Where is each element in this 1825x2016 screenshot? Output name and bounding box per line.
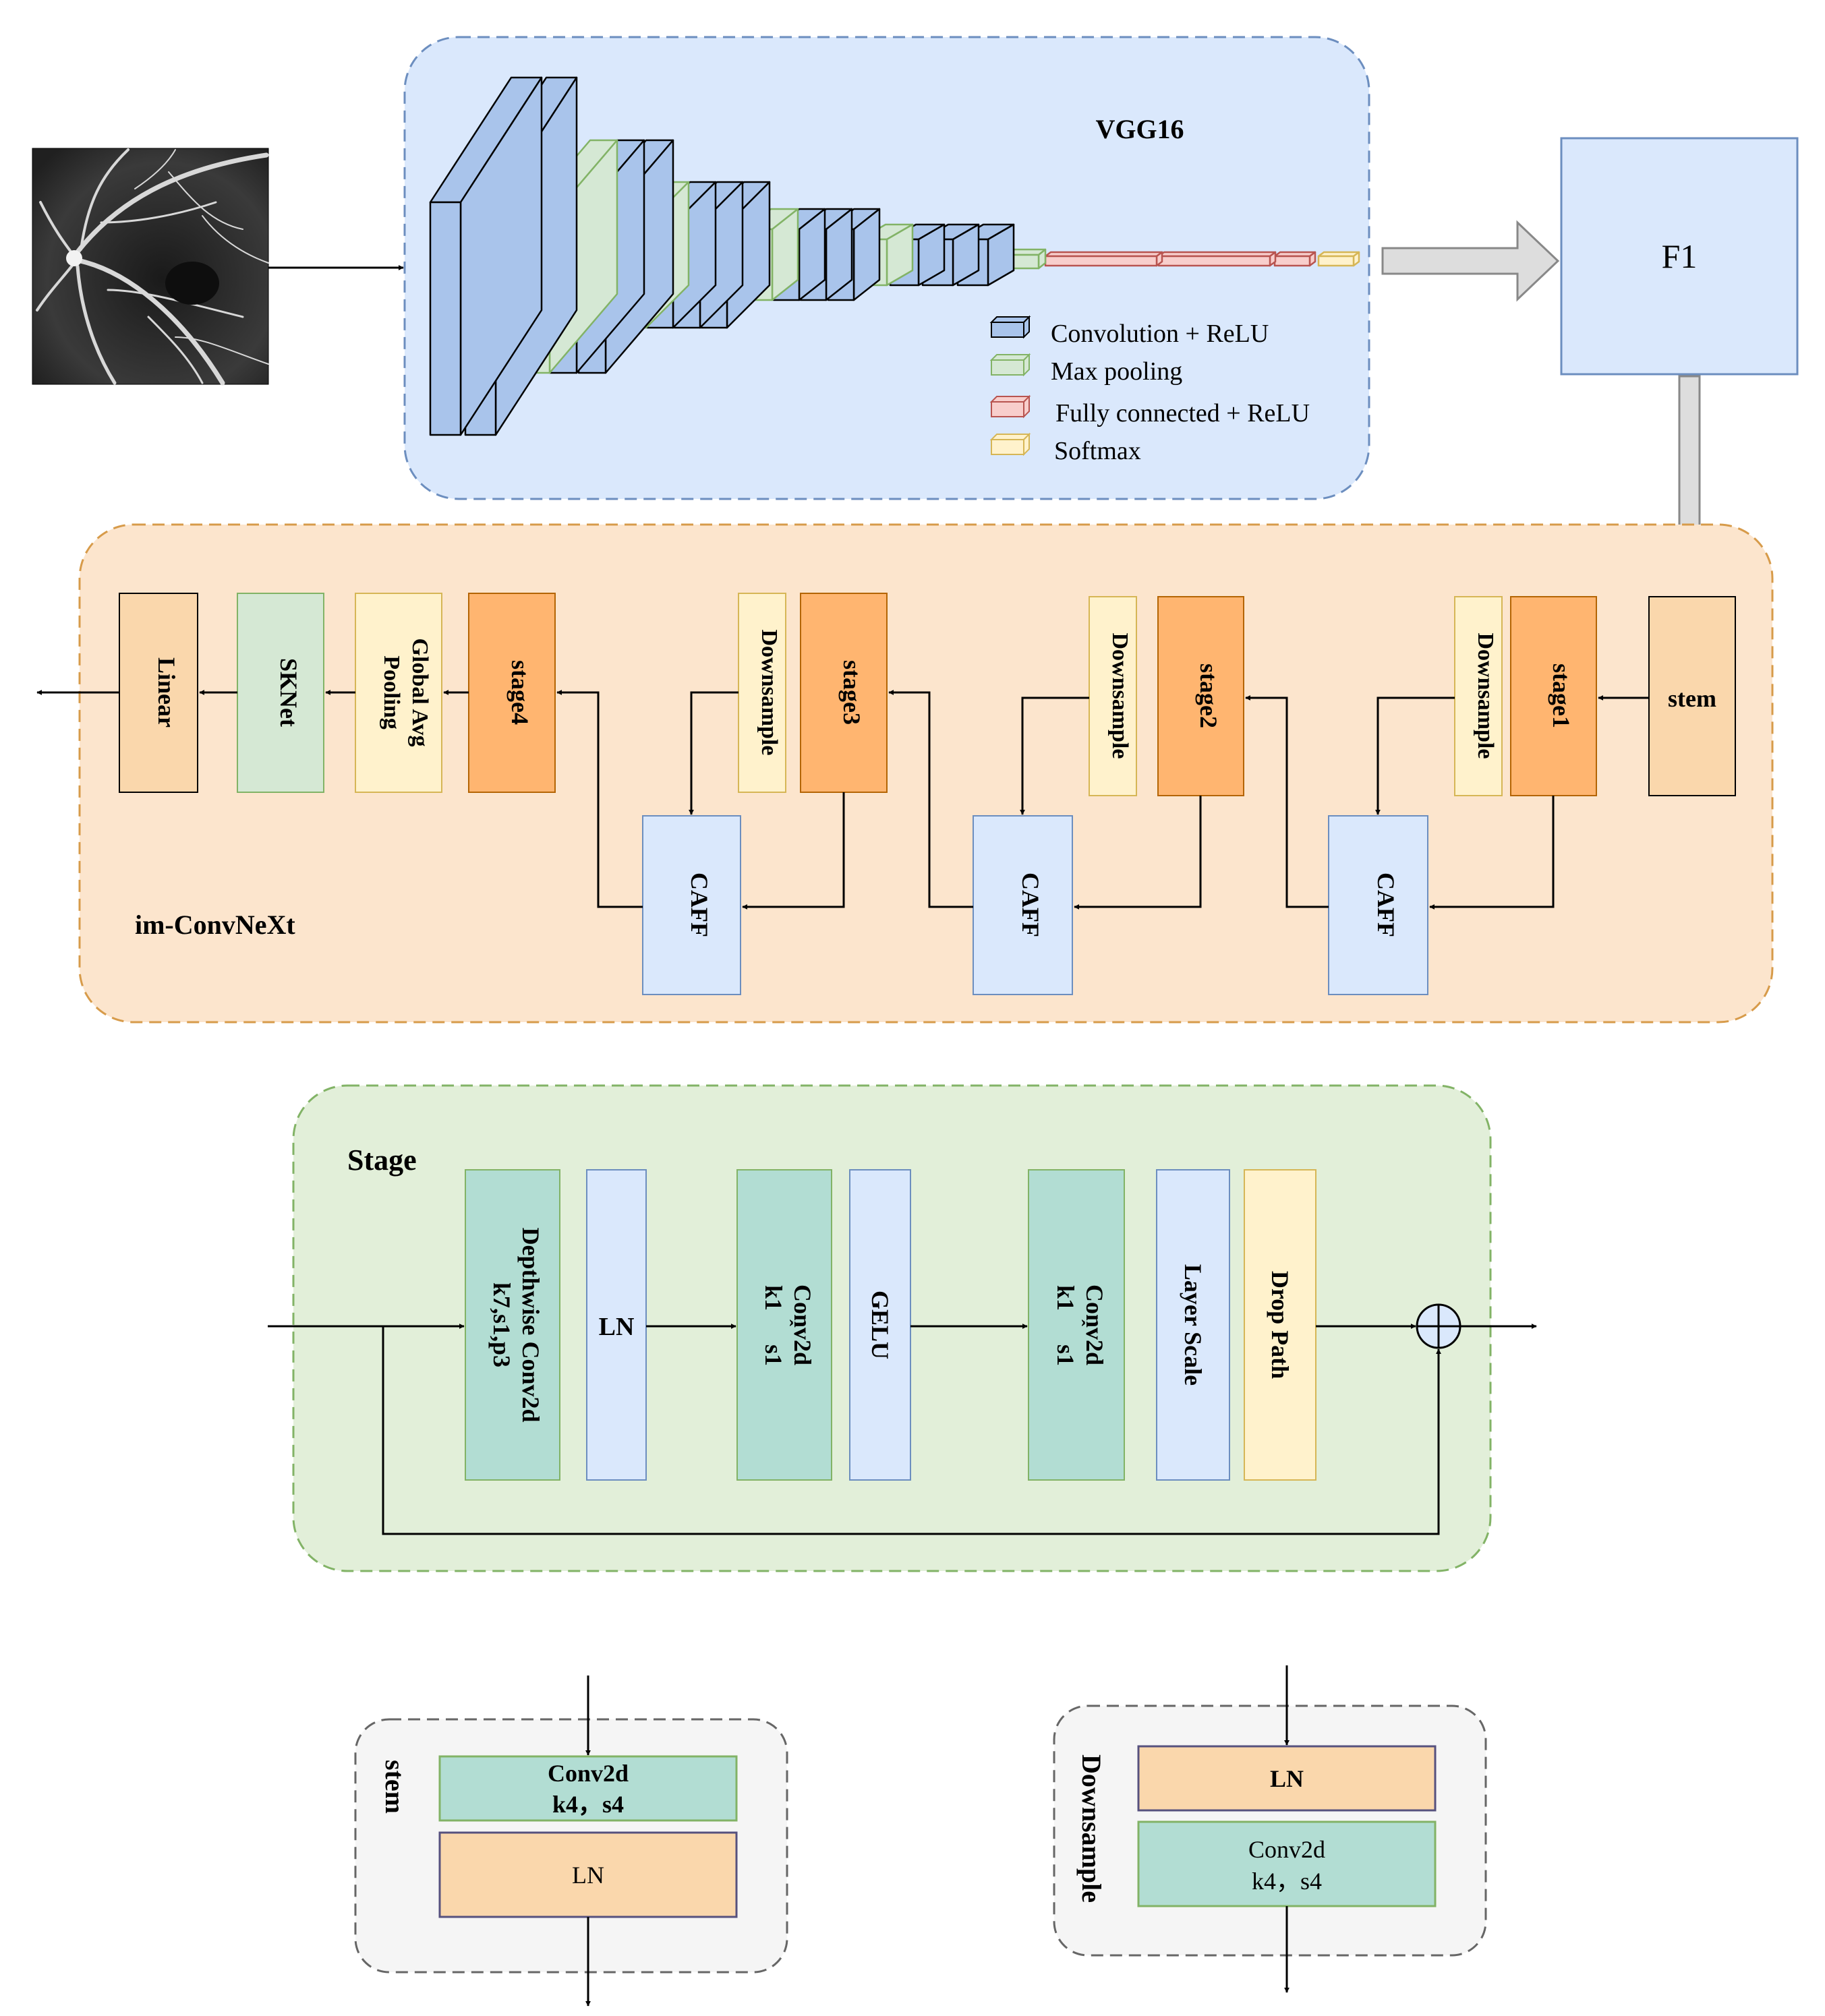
caff3-label: CAFF bbox=[686, 872, 713, 937]
downsample2-block bbox=[1089, 596, 1137, 796]
f1-label: F1 bbox=[1662, 237, 1698, 275]
vgg16-legend: Convolution + ReLU Max pooling Fully con… bbox=[989, 315, 1310, 465]
gelu-label: GELU bbox=[867, 1291, 894, 1359]
stage-connectors bbox=[268, 1324, 1537, 1535]
conv2d-k1-block-2 bbox=[1028, 1169, 1125, 1481]
im-convnext-title: im-ConvNeXt bbox=[135, 910, 295, 940]
legend-max-pooling-label: Max pooling bbox=[1051, 357, 1182, 386]
global-avg-pooling-label-line2: Pooling bbox=[379, 655, 404, 730]
residual-add-icon bbox=[1416, 1303, 1461, 1349]
downsample-conv2d-block bbox=[1137, 1820, 1437, 1907]
legend-fully-connected: Fully connected + ReLU bbox=[989, 394, 1310, 427]
stem-block-label: stem bbox=[1668, 685, 1716, 712]
stage4-label: stage4 bbox=[506, 660, 533, 725]
global-avg-pooling-block bbox=[355, 593, 442, 793]
stage-ln-label: LN bbox=[599, 1313, 635, 1341]
conv2d-k1-1-label-line3: s1 bbox=[760, 1344, 787, 1366]
stage3-label: stage3 bbox=[838, 660, 865, 725]
downsample2-label: Downsample bbox=[1107, 632, 1132, 759]
global-avg-pooling-label-line1: Global Avg bbox=[407, 639, 432, 747]
downsample-ln-label: LN bbox=[1270, 1765, 1304, 1792]
downsample3-label: Downsample bbox=[757, 629, 782, 755]
im-convnext-connectors bbox=[36, 690, 1649, 910]
depthwise-conv-block bbox=[465, 1169, 560, 1481]
conv2d-k1-block-1 bbox=[736, 1169, 832, 1481]
stem-conv2d-label-line1: Conv2d bbox=[548, 1760, 629, 1787]
stem-block bbox=[1648, 596, 1736, 796]
caff2-block bbox=[973, 815, 1073, 995]
depthwise-conv-label-line2: k7,s1,p3 bbox=[488, 1282, 515, 1367]
sknet-block bbox=[237, 593, 324, 793]
downsample-ln-block bbox=[1137, 1745, 1437, 1812]
vgg-to-f1-arrow bbox=[1381, 220, 1560, 302]
stem-conv2d-block bbox=[438, 1755, 738, 1822]
legend-max-pooling: Max pooling bbox=[989, 353, 1182, 386]
sknet-label: SKNet bbox=[275, 658, 302, 727]
vgg16-title: VGG16 bbox=[1095, 114, 1184, 144]
stem-detail-title: stem bbox=[380, 1760, 410, 1814]
conv2d-k1-2-caret: ˆ bbox=[1066, 1320, 1089, 1326]
caff3-block bbox=[642, 815, 741, 995]
conv2d-k1-1-caret: ˆ bbox=[774, 1320, 796, 1326]
downsample3-block bbox=[738, 593, 786, 793]
downsample-detail-title: Downsample bbox=[1076, 1754, 1107, 1903]
linear-label: Linear bbox=[153, 657, 180, 728]
conv2d-k1-2-label-line2: k1 bbox=[1052, 1285, 1079, 1311]
stage-detail-title: Stage bbox=[347, 1144, 417, 1177]
stage-ln-block bbox=[586, 1169, 647, 1481]
vgg16-block-fc bbox=[1157, 251, 1277, 267]
conv2d-k1-1-label-line2: k1 bbox=[760, 1285, 787, 1311]
downsample1-label: Downsample bbox=[1473, 632, 1498, 759]
layer-scale-block bbox=[1156, 1169, 1230, 1481]
stem-ln-label: LN bbox=[572, 1862, 604, 1889]
stage2-label: stage2 bbox=[1195, 663, 1222, 728]
legend-conv-relu-label: Convolution + ReLU bbox=[1051, 320, 1269, 348]
caff1-block bbox=[1328, 815, 1428, 995]
stage3-block bbox=[800, 593, 888, 793]
vgg16-block-fc bbox=[1044, 251, 1163, 267]
vgg16-block-conv bbox=[429, 76, 543, 436]
downsample1-block bbox=[1454, 596, 1503, 796]
f1-box bbox=[1560, 137, 1799, 376]
legend-softmax-label: Softmax bbox=[1054, 437, 1141, 465]
conv2d-k1-2-label-line3: s1 bbox=[1052, 1344, 1079, 1366]
conv2d-k1-1-label-line1: Conv2d bbox=[789, 1284, 816, 1365]
caff2-label: CAFF bbox=[1017, 872, 1044, 937]
stem-conv2d-label-line2: k4，s4 bbox=[552, 1791, 624, 1818]
vgg16-block-fc bbox=[1273, 251, 1316, 267]
stem-ln-block bbox=[438, 1831, 738, 1918]
conv2d-k1-2-label-line1: Conv2d bbox=[1081, 1284, 1108, 1365]
fundus-image bbox=[32, 148, 269, 386]
drop-path-label: Drop Path bbox=[1267, 1271, 1294, 1379]
stage1-block bbox=[1510, 596, 1597, 796]
stage2-block bbox=[1157, 596, 1244, 796]
drop-path-block bbox=[1244, 1169, 1316, 1481]
gelu-block bbox=[849, 1169, 911, 1481]
downsample-conv2d-label-line2: k4，s4 bbox=[1252, 1868, 1322, 1895]
layer-scale-label: Layer Scale bbox=[1180, 1264, 1207, 1386]
downsample-conv2d-label-line1: Conv2d bbox=[1248, 1836, 1325, 1863]
legend-conv-relu: Convolution + ReLU bbox=[989, 315, 1269, 348]
depthwise-conv-label-line1: Depthwise Conv2d bbox=[517, 1227, 544, 1422]
vgg16-block-soft bbox=[1317, 251, 1360, 267]
legend-softmax: Softmax bbox=[989, 432, 1141, 465]
caff1-label: CAFF bbox=[1372, 872, 1399, 937]
stage4-block bbox=[468, 593, 556, 793]
vgg16-layer-stack bbox=[429, 76, 1360, 436]
stage1-label: stage1 bbox=[1548, 663, 1575, 728]
legend-fully-connected-label: Fully connected + ReLU bbox=[1055, 399, 1310, 427]
